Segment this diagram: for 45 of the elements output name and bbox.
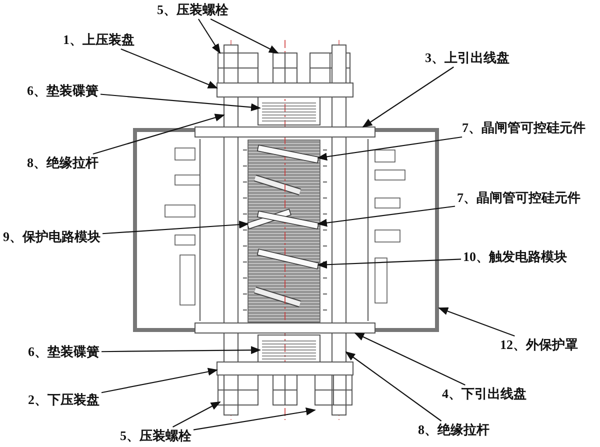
lead-plate [194,126,376,138]
part-label: 7、晶闸管可控硅元件 [462,120,586,136]
part-label: 1、上压装盘 [63,32,134,48]
thyristor-element [256,144,320,164]
leader-line [354,332,466,386]
pressure-plate [216,362,354,376]
leader-line [317,258,462,269]
bolt-drawing [272,52,298,84]
leader-line [317,136,462,161]
trigger-module [256,248,320,270]
disc-spring-drawing [258,334,320,362]
bolt-drawing [314,374,352,406]
leader-line [193,408,316,430]
part-label: 8、绝缘拉杆 [418,422,490,438]
part-label: 5、压装螺栓 [157,2,228,18]
leader-line [438,307,515,337]
leader-line [120,48,218,89]
part-label: 10、触发电路模块 [463,249,567,265]
part-label: 2、下压装盘 [28,392,100,408]
leader-line [317,206,456,227]
part-label: 4、下引出线盘 [442,386,526,402]
thyristor-element [256,210,320,230]
bolt-drawing [218,374,258,406]
part-label: 9、保护电路模块 [3,229,100,245]
part-label: 12、外保护罩 [500,337,578,353]
leader-line [102,346,261,354]
part-label: 8、绝缘拉杆 [27,155,98,171]
leader-line [362,66,454,128]
leader-line [92,114,225,155]
bolt-drawing [218,52,258,84]
lead-plate [194,322,376,334]
leader-line [345,351,442,422]
part-label: 3、上引出线盘 [425,50,510,66]
disc-spring-drawing [258,96,320,126]
part-label: 5、压装螺栓 [120,428,192,444]
leader-line [198,18,221,54]
part-label: 6、垫装碟簧 [27,83,98,99]
leader-line [101,368,218,394]
leader-line [100,94,261,112]
part-label: 6、垫装碟簧 [28,344,100,360]
pressure-plate [216,82,354,98]
leader-line [102,220,249,234]
leader-line [210,18,279,54]
part-label: 7、晶闸管可控硅元件 [457,190,580,206]
leader-line [172,402,221,428]
